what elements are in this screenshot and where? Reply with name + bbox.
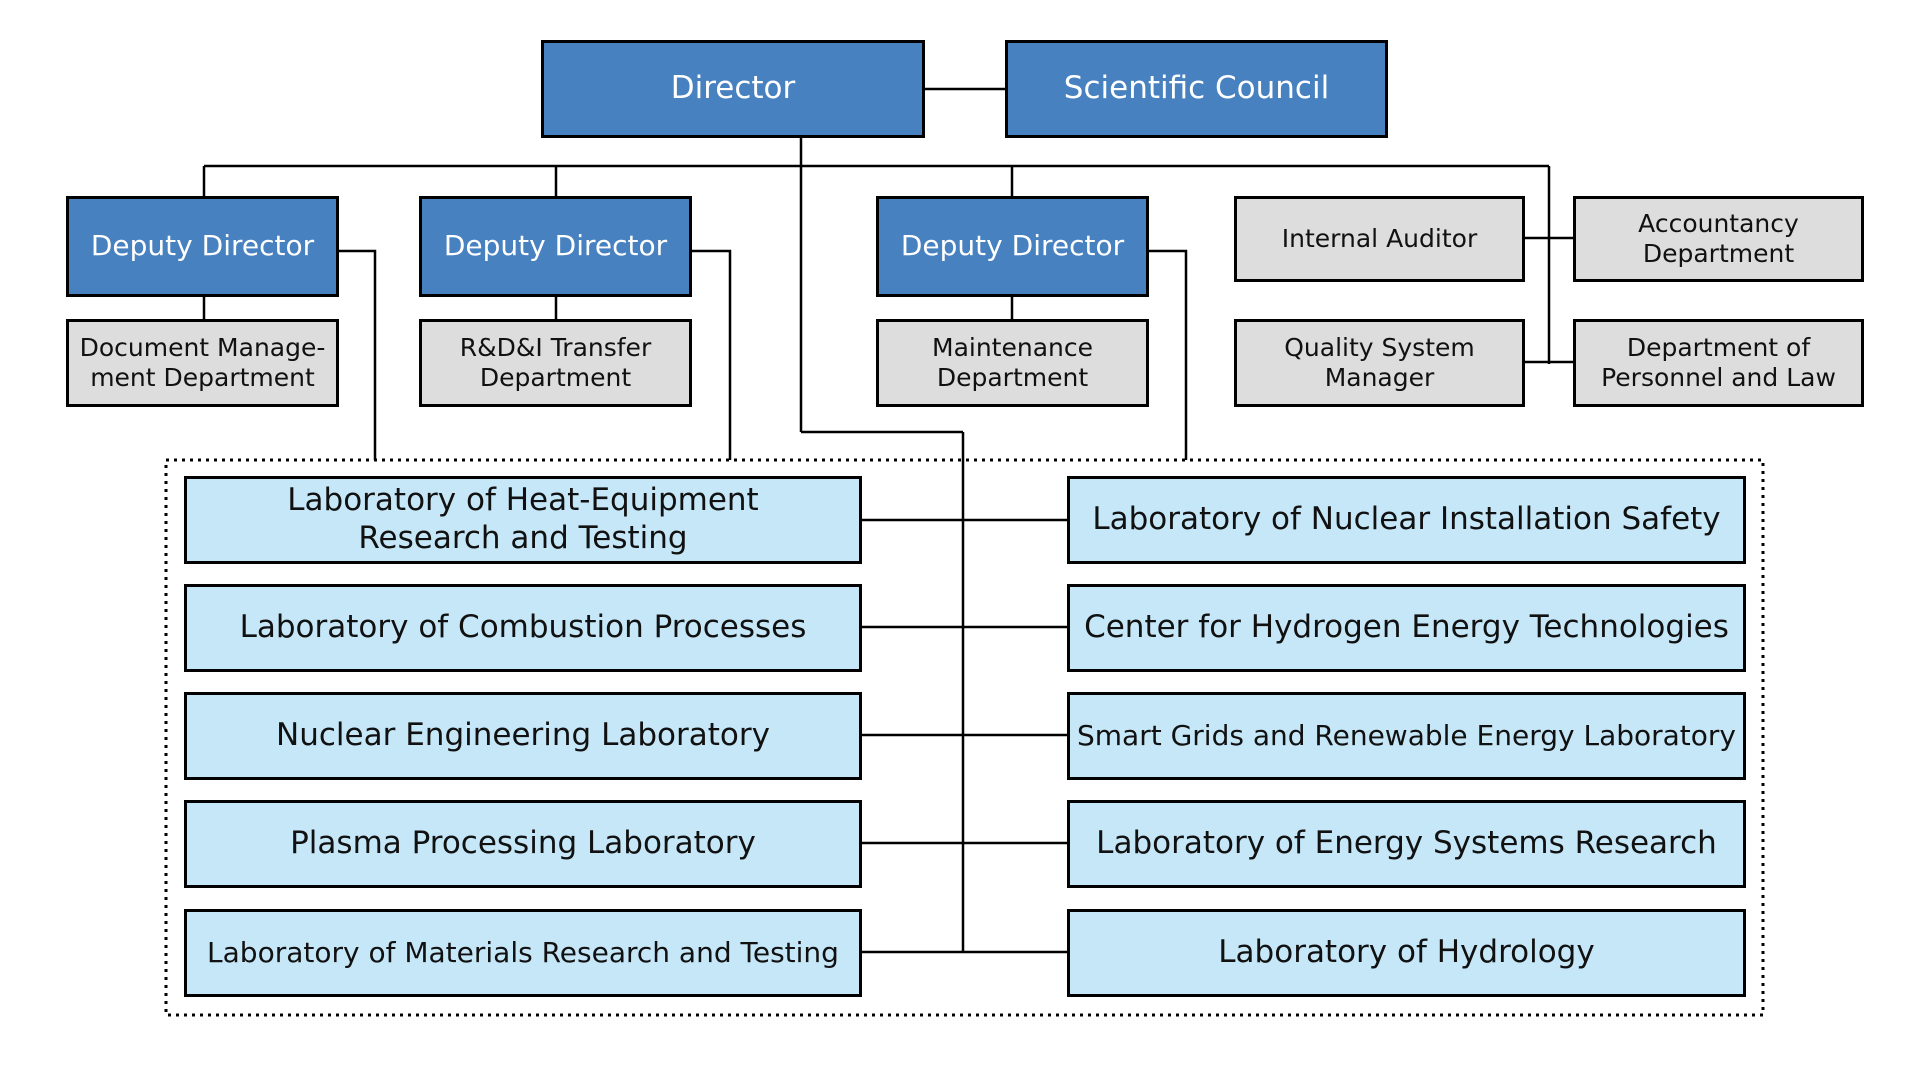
lab-materials-label: Laboratory of Materials Research and Tes…	[207, 935, 839, 969]
rdi-transfer-line2: Department	[479, 363, 632, 392]
accountancy-line1: Accountancy	[1638, 208, 1799, 238]
accountancy-department-box: Accountancy Department	[1573, 196, 1864, 282]
lab-heat-equipment-box: Laboratory of Heat-Equipment Research an…	[184, 476, 862, 564]
lab-heat-equipment-line1: Laboratory of Heat-Equipment	[287, 482, 759, 519]
lab-nuclear-safety-box: Laboratory of Nuclear Installation Safet…	[1067, 476, 1746, 564]
director-label: Director	[670, 70, 796, 107]
lab-group-frame	[164, 458, 1765, 1017]
quality-system-manager-box: Quality System Manager	[1234, 319, 1525, 407]
lab-smart-grids-label: Smart Grids and Renewable Energy Laborat…	[1076, 718, 1736, 752]
deputy-director-box-3: Deputy Director	[876, 196, 1149, 297]
internal-auditor-box: Internal Auditor	[1234, 196, 1525, 282]
lab-combustion-box: Laboratory of Combustion Processes	[184, 584, 862, 672]
quality-line1: Quality System	[1284, 332, 1475, 362]
internal-auditor-label: Internal Auditor	[1281, 223, 1478, 253]
lab-plasma-label: Plasma Processing Laboratory	[290, 825, 756, 862]
rdi-transfer-line1: R&D&I Transfer	[459, 332, 652, 362]
deputy-director-label: Deputy Director	[900, 229, 1125, 263]
director-box: Director	[541, 40, 925, 138]
deputy-director-box-2: Deputy Director	[419, 196, 692, 297]
center-hydrogen-label: Center for Hydrogen Energy Technologies	[1084, 609, 1729, 646]
lab-energy-systems-box: Laboratory of Energy Systems Research	[1067, 800, 1746, 888]
lab-materials-box: Laboratory of Materials Research and Tes…	[184, 909, 862, 997]
maintenance-department-box: Maintenance Department	[876, 319, 1149, 407]
scientific-council-box: Scientific Council	[1005, 40, 1388, 138]
lab-heat-equipment-line2: Research and Testing	[358, 520, 688, 556]
rdi-transfer-department-box: R&D&I Transfer Department	[419, 319, 692, 407]
lab-hydrology-label: Laboratory of Hydrology	[1218, 934, 1595, 971]
lab-hydrology-box: Laboratory of Hydrology	[1067, 909, 1746, 997]
maintenance-line1: Maintenance	[932, 332, 1093, 362]
lab-energy-systems-label: Laboratory of Energy Systems Research	[1096, 825, 1717, 862]
deputy-director-label: Deputy Director	[90, 229, 315, 263]
lab-nuclear-safety-label: Laboratory of Nuclear Installation Safet…	[1092, 501, 1721, 538]
personnel-line1: Department of	[1626, 332, 1811, 362]
personnel-line2: Personnel and Law	[1601, 363, 1836, 392]
quality-line2: Manager	[1324, 363, 1435, 392]
personnel-and-law-department-box: Department of Personnel and Law	[1573, 319, 1864, 407]
lab-plasma-box: Plasma Processing Laboratory	[184, 800, 862, 888]
center-hydrogen-box: Center for Hydrogen Energy Technologies	[1067, 584, 1746, 672]
accountancy-line2: Department	[1642, 239, 1795, 268]
deputy-director-label: Deputy Director	[443, 229, 668, 263]
lab-combustion-label: Laboratory of Combustion Processes	[239, 609, 807, 646]
scientific-council-label: Scientific Council	[1063, 70, 1330, 107]
lab-nuclear-engineering-label: Nuclear Engineering Laboratory	[276, 717, 770, 754]
document-management-line2: ment Department	[90, 363, 315, 392]
deputy-director-box-1: Deputy Director	[66, 196, 339, 297]
document-management-department-box: Document Manage- ment Department	[66, 319, 339, 407]
lab-smart-grids-box: Smart Grids and Renewable Energy Laborat…	[1067, 692, 1746, 780]
maintenance-line2: Department	[936, 363, 1089, 392]
document-management-line1: Document Manage-	[79, 332, 326, 362]
lab-nuclear-engineering-box: Nuclear Engineering Laboratory	[184, 692, 862, 780]
